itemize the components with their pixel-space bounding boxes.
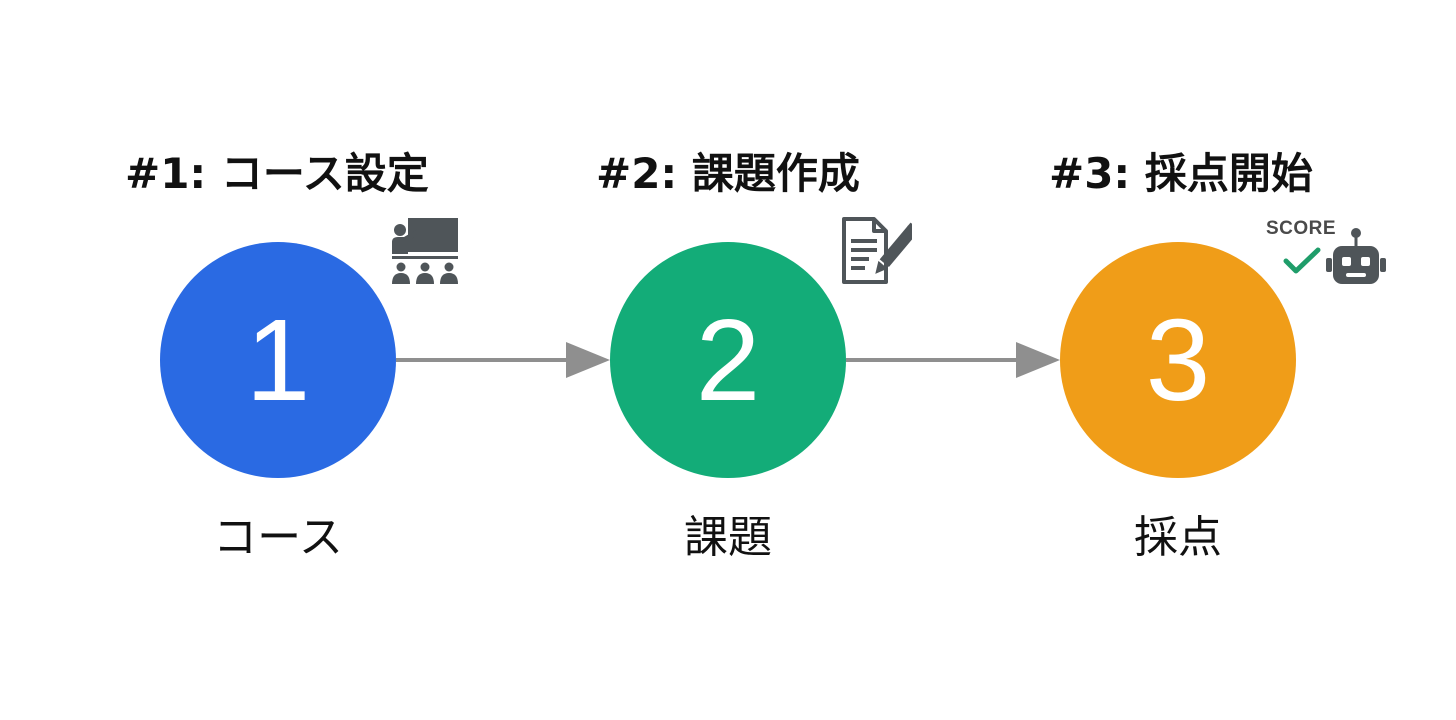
step-3-title: #3: 採点開始 (1049, 149, 1313, 198)
step-2-label: 課題 (684, 512, 772, 563)
robot-icon (1326, 228, 1386, 284)
score-label: SCORE (1266, 218, 1337, 239)
teacher-presentation-icon (392, 218, 458, 284)
check-icon (1283, 247, 1321, 274)
step-3-circle: 3 (1060, 242, 1296, 478)
step-1-number: 1 (245, 295, 311, 425)
step-3-number: 3 (1145, 295, 1211, 425)
step-1-title: #1: コース設定 (125, 149, 429, 198)
arrow-2-to-3 (846, 342, 1060, 378)
arrow-1-to-2 (396, 342, 610, 378)
step-3-label: 採点 (1134, 512, 1222, 563)
step-1-label: コース (213, 512, 343, 563)
step-1-circle: 1 (160, 242, 396, 478)
step-2-title: #2: 課題作成 (596, 149, 860, 198)
document-edit-icon (842, 217, 912, 284)
step-2-circle: 2 (610, 242, 846, 478)
step-2-number: 2 (695, 295, 761, 425)
